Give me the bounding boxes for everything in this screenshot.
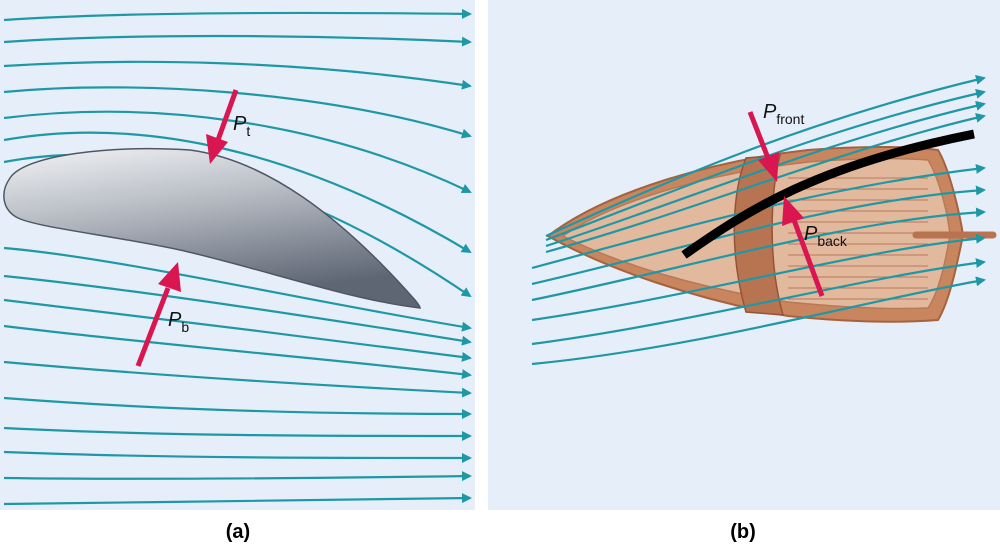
panel-a-airfoil: Pt Pb — [0, 0, 475, 510]
streamline — [531, 185, 986, 286]
streamlines-a — [3, 8, 472, 506]
streamline — [3, 86, 472, 139]
pressure-arrow-front — [747, 111, 779, 182]
streamline — [531, 207, 986, 302]
label-p-top: Pt — [233, 113, 250, 139]
pressure-arrow-top — [206, 89, 239, 164]
streamline — [531, 258, 986, 346]
streamline — [531, 276, 986, 366]
streamline — [3, 8, 472, 22]
caption-b: (b) — [730, 521, 756, 543]
streamline — [3, 450, 472, 463]
streamline — [545, 100, 986, 248]
streamline — [3, 110, 472, 194]
streamline — [3, 246, 472, 332]
streamlines-b — [531, 74, 986, 366]
sail — [681, 129, 975, 259]
streamline — [3, 471, 472, 482]
panel-b-sailboat: Pfront Pback — [488, 0, 1000, 510]
pressure-arrow-back — [782, 196, 825, 297]
streamline — [3, 360, 472, 398]
pressure-arrow-bottom — [135, 262, 181, 367]
streamline — [3, 34, 472, 47]
deck-planks — [788, 177, 928, 300]
sailboat-diagram: Pfront Pback — [488, 0, 1000, 510]
airfoil-diagram: Pt Pb — [0, 0, 475, 510]
streamline — [3, 131, 472, 254]
streamline — [545, 88, 986, 242]
streamline — [545, 112, 986, 254]
airfoil — [3, 148, 421, 309]
streamline — [545, 74, 986, 237]
streamline — [3, 493, 472, 506]
streamline — [3, 60, 472, 90]
caption-a: (a) — [225, 521, 251, 543]
streamline — [3, 324, 472, 380]
streamline — [531, 233, 986, 322]
label-p-bottom: Pb — [168, 309, 189, 335]
label-p-front: Pfront — [763, 101, 804, 127]
streamline — [3, 274, 472, 346]
streamline — [3, 426, 472, 441]
streamline — [3, 298, 472, 362]
streamline — [3, 396, 472, 419]
label-p-back: Pback — [804, 223, 848, 249]
